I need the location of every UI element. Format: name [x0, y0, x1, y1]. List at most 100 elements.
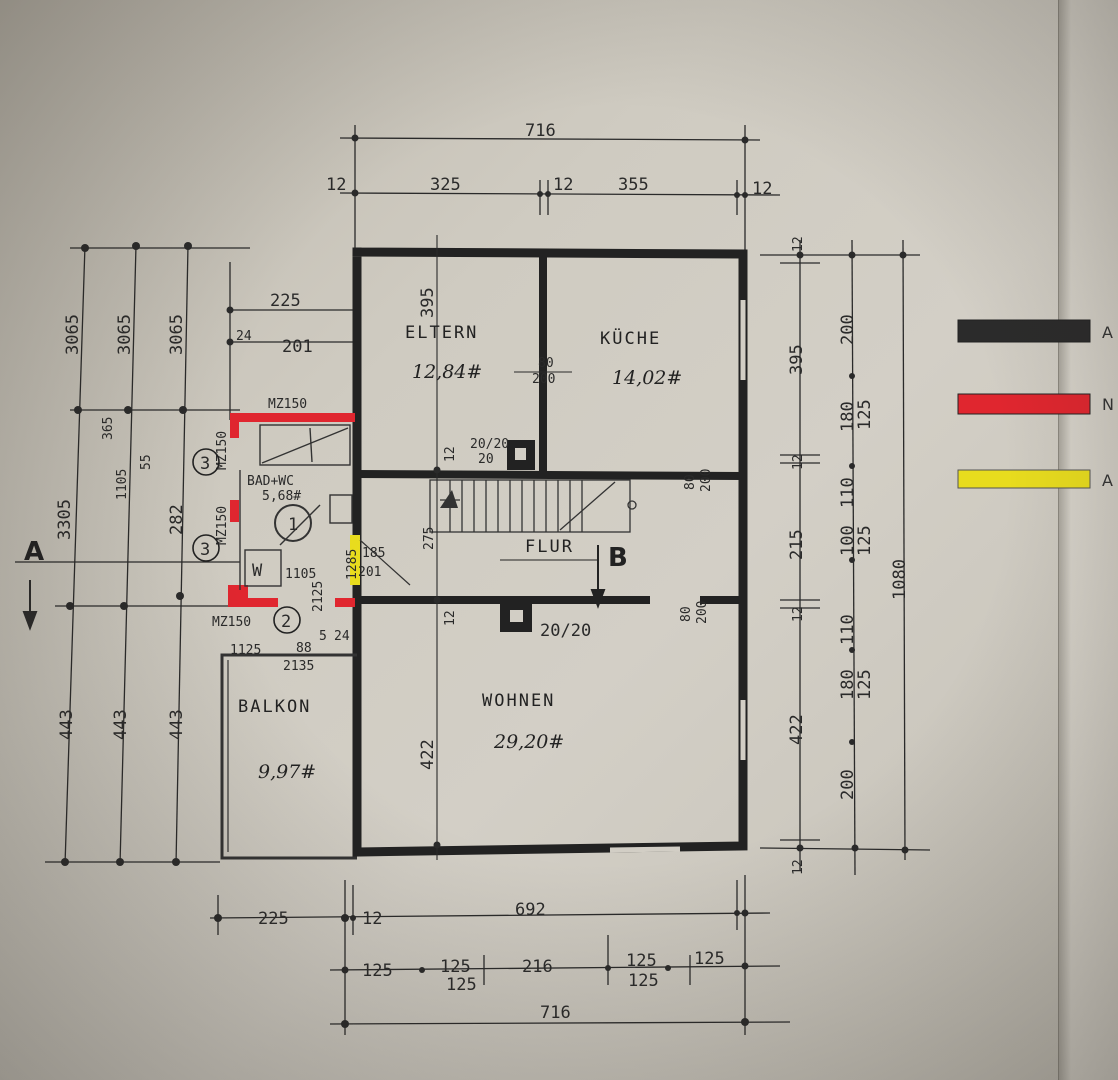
- right-c2-200b-dim: 200: [838, 769, 858, 800]
- right-dim-dots: [796, 251, 909, 854]
- room-eltern-name: ELTERN: [405, 323, 478, 343]
- top-dim-dots: [351, 134, 749, 198]
- left-col1-lower-dim: 443: [57, 709, 77, 740]
- section-mark-b: B: [608, 543, 628, 573]
- left-width-201-dim: 201: [282, 337, 313, 357]
- right-c2-180b-dim: 180: [838, 669, 858, 700]
- bath-mz-top: MZ150: [268, 397, 307, 412]
- legend-yellow-swatch: [957, 469, 1091, 489]
- interior-dim-dots: [433, 466, 441, 849]
- right-c1-12c-dim: 12: [791, 606, 806, 622]
- door2-width: 80: [683, 474, 698, 490]
- bath-marker-2: [273, 606, 301, 634]
- legend-red-label: N: [1102, 395, 1114, 414]
- right-c2-110b-dim: 110: [838, 614, 858, 645]
- bottom-wall-dim: 12: [362, 909, 382, 929]
- bath-marker-3b: [192, 534, 220, 562]
- door2-height: 200: [699, 469, 714, 492]
- bath-mz-left1: MZ150: [215, 431, 230, 470]
- bottom-dimension-lines: [209, 875, 791, 1035]
- bath-marker-2-label: 2: [281, 612, 291, 632]
- room-wohnen-area: 29,20#: [493, 731, 564, 753]
- right-c1-395-dim: 395: [787, 344, 807, 375]
- bottom-seg3-dim: 216: [522, 957, 553, 977]
- bath-dim-5: 5: [319, 629, 327, 644]
- top-left-margin-dim: 12: [326, 175, 346, 195]
- top-right-margin-dim: 12: [752, 179, 772, 199]
- room-balkon-area: 9,97#: [258, 761, 316, 783]
- bottom-seg2b-dim: 125: [446, 975, 477, 995]
- right-c1-215-dim: 215: [787, 529, 807, 560]
- door3-width: 80: [679, 606, 694, 622]
- bottom-dim-dots: [214, 909, 749, 1028]
- demolish-wall: [350, 535, 360, 585]
- right-c1-422-dim: 422: [787, 714, 807, 745]
- room-kueche-area: 14,02#: [612, 367, 682, 389]
- bath-dim-1285: 1285: [345, 549, 360, 580]
- right-c3-total-dim: 1080: [890, 559, 910, 600]
- left-col1-mid-dim: 3305: [55, 499, 75, 540]
- bath-dim-201: 201: [358, 565, 381, 580]
- bath-washer-w: W: [252, 561, 263, 581]
- bath-dim-88: 88: [296, 641, 312, 656]
- section-a-arrow: [22, 580, 38, 631]
- bottom-seg2-dim: 125: [440, 957, 471, 977]
- room-bad-name: BAD+WC: [247, 474, 294, 489]
- wohnen-wall-dim: 12: [443, 610, 458, 626]
- door3-height: 200: [695, 601, 710, 624]
- top-mid-wall-dim: 12: [553, 175, 573, 195]
- left-col3-mid-dim: 282: [167, 504, 187, 535]
- room-bad-area: 5,68#: [262, 489, 301, 504]
- bottom-inner-dim: 692: [515, 900, 546, 920]
- windows: [609, 300, 746, 853]
- right-c2-125c-dim: 125: [855, 669, 875, 700]
- bath-dim-1125: 1125: [230, 643, 261, 658]
- exterior-walls: [352, 247, 748, 857]
- left-col3-upper-dim: 3065: [167, 314, 187, 355]
- room-flur-name: FLUR: [525, 537, 574, 557]
- balkon-outline: [220, 653, 357, 860]
- left-dim-dots: [61, 242, 234, 866]
- bottom-total-dim: 716: [540, 1003, 571, 1023]
- bathroom-outline: [239, 424, 353, 590]
- legend-yellow-label: A: [1102, 471, 1113, 490]
- left-col2-upper-dim: 3065: [115, 314, 135, 355]
- bath-mz-bottom: MZ150: [212, 615, 251, 630]
- bath-dim-1105: 1105: [285, 567, 316, 582]
- right-c2-125a-dim: 125: [855, 399, 875, 430]
- left-col2-mid-c-dim: 55: [139, 454, 154, 470]
- left-col2-mid-b-dim: 1105: [115, 469, 130, 500]
- bath-marker-3b-label: 3: [200, 540, 210, 560]
- paper-sheet: [0, 0, 1060, 1080]
- eltern-depth-dim: 395: [418, 287, 438, 318]
- bottom-seg5-dim: 125: [694, 949, 725, 969]
- left-col2-lower-dim: 443: [111, 709, 131, 740]
- bottom-seg4b-dim: 125: [628, 971, 659, 991]
- top-right-span-dim: 355: [618, 175, 649, 195]
- bath-marker-3a: [192, 448, 220, 476]
- section-b-arrow: [500, 545, 606, 609]
- legend-black-label: A: [1102, 323, 1113, 342]
- top-total-dim: 716: [525, 121, 556, 141]
- bath-dim-2125: 2125: [311, 581, 326, 612]
- right-c1-12d-dim: 12: [791, 859, 806, 875]
- right-c2-180a-dim: 180: [838, 401, 858, 432]
- bath-dim-2135: 2135: [283, 659, 314, 674]
- stair-arrow: [440, 490, 458, 508]
- legend-black-swatch: [957, 319, 1091, 343]
- staircase: [429, 479, 631, 533]
- right-c2-100-dim: 100: [838, 525, 858, 556]
- right-c1-12a-dim: 12: [791, 236, 806, 252]
- paper-edge: [1058, 0, 1118, 1080]
- right-c2-110a-dim: 110: [838, 477, 858, 508]
- bottom-seg4-dim: 125: [626, 951, 657, 971]
- bath-door-swing: [359, 539, 411, 586]
- room-balkon-name: BALKON: [238, 697, 311, 717]
- bathroom-new-walls: [228, 413, 355, 607]
- chimney2-label: 20/20: [540, 621, 591, 641]
- flur-wall-dim: 12: [443, 446, 458, 462]
- stair-newel: [627, 500, 637, 510]
- flur-depth-dim: 275: [422, 527, 437, 550]
- top-left-span-dim: 325: [430, 175, 461, 195]
